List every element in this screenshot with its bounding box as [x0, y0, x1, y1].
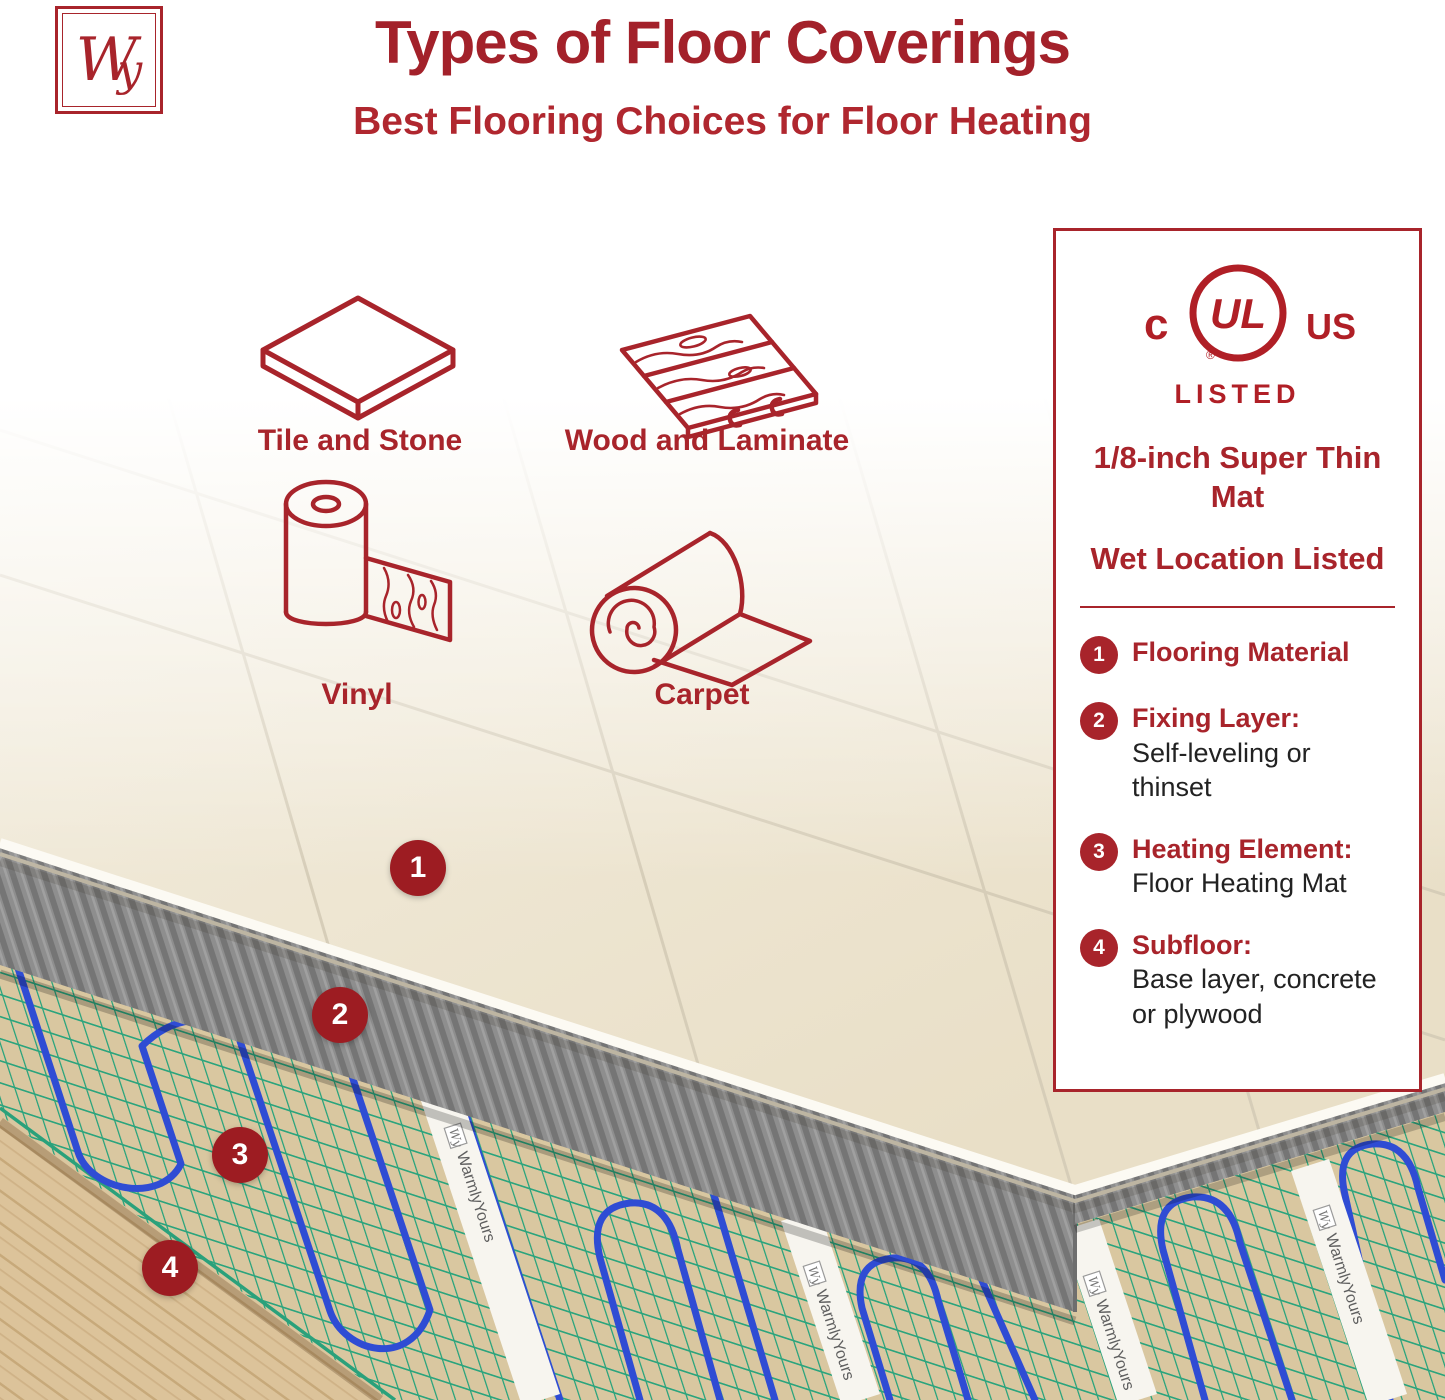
- flooring-type-label-carpet: Carpet: [654, 678, 750, 711]
- tape-strips: Wy WarmlyYours Wy WarmlyYours Wy WarmlyY…: [421, 1089, 1407, 1400]
- ul-mark-prefix: c: [1144, 300, 1168, 349]
- tile-and-stone-icon: [260, 295, 456, 421]
- wood-and-laminate-icon: [619, 313, 819, 440]
- page-title: Types of Floor Coverings: [375, 9, 1071, 76]
- ul-mark-letters: UL: [1210, 290, 1266, 337]
- carpet-icon: [589, 530, 813, 688]
- ul-listed-mark: c UL ® US: [1144, 264, 1356, 362]
- brand-logo-letter-w: W: [75, 25, 138, 95]
- ul-mark-registered: ®: [1206, 348, 1215, 362]
- legend-item-flooring: 1 Flooring Material: [1080, 635, 1395, 675]
- tape-logo: Wy: [805, 1265, 824, 1287]
- legend-item-title: Subfloor:: [1132, 929, 1252, 960]
- callout-4-subfloor: 4: [142, 1240, 198, 1296]
- legend-item-title: Flooring Material: [1132, 637, 1350, 668]
- thinset-layer: [0, 843, 1445, 1326]
- vinyl-icon: [283, 479, 453, 643]
- tape-strip: Wy WarmlyYours: [1291, 1159, 1407, 1400]
- flooring-type-label-wood: Wood and Laminate: [564, 424, 850, 457]
- tape-logo: Wy: [1315, 1209, 1334, 1231]
- legend-item-fixing-layer: 2 Fixing Layer: Self-leveling or thinset: [1080, 701, 1395, 805]
- brand-logo-inner-border: [62, 13, 156, 107]
- legend-number-badge: 1: [1080, 636, 1118, 675]
- flooring-type-label-vinyl: Vinyl: [321, 678, 393, 711]
- legend-number-badge: 3: [1080, 832, 1118, 871]
- tape-strip: Wy WarmlyYours: [781, 1209, 880, 1400]
- brand-logo-letter-y: y: [117, 45, 143, 96]
- legend-number-badge: 4: [1080, 928, 1118, 967]
- tape-logo: Wy: [1085, 1275, 1104, 1297]
- legend-item-description: Self-leveling or thinset: [1132, 737, 1311, 803]
- legend-item-heating-element: 3 Heating Element: Floor Heating Mat: [1080, 832, 1395, 901]
- tape-strip: Wy WarmlyYours: [1061, 1219, 1157, 1400]
- callout-3-heating-element: 3: [212, 1127, 268, 1183]
- ul-listed-label: LISTED: [1174, 379, 1301, 409]
- callout-1-flooring: 1: [390, 840, 446, 896]
- legend-item-title: Fixing Layer:: [1132, 703, 1301, 734]
- brand-logo: W y: [55, 6, 163, 114]
- flooring-type-label-tile: Tile and Stone: [257, 424, 463, 457]
- page-subtitle: Best Flooring Choices for Floor Heating: [353, 100, 1092, 143]
- legend-number-badge: 2: [1080, 702, 1118, 741]
- tape-logo: Wy: [446, 1127, 465, 1149]
- brand-logo-monogram: W y: [58, 9, 160, 111]
- callout-2-fixing-layer: 2: [312, 987, 368, 1043]
- layer-legend: 1 Flooring Material 2 Fixing Layer: Self…: [1080, 608, 1395, 1031]
- legend-item-description: Base layer, concrete or plywood: [1132, 964, 1377, 1029]
- panel-headline-secondary: Wet Location Listed: [1090, 540, 1385, 576]
- ul-mark-circle: [1189, 264, 1286, 362]
- panel-headline-primary: 1/8-inch Super Thin Mat: [1093, 440, 1382, 515]
- legend-item-description: Floor Heating Mat: [1132, 868, 1347, 899]
- panel-divider: [1080, 606, 1395, 609]
- ul-mark-suffix: US: [1306, 306, 1356, 347]
- info-panel: c UL ® US LISTED 1/8-inch Super Thin Mat…: [1053, 228, 1422, 1092]
- legend-item-title: Heating Element:: [1132, 833, 1353, 864]
- legend-item-subfloor: 4 Subfloor: Base layer, concrete or plyw…: [1080, 928, 1395, 1032]
